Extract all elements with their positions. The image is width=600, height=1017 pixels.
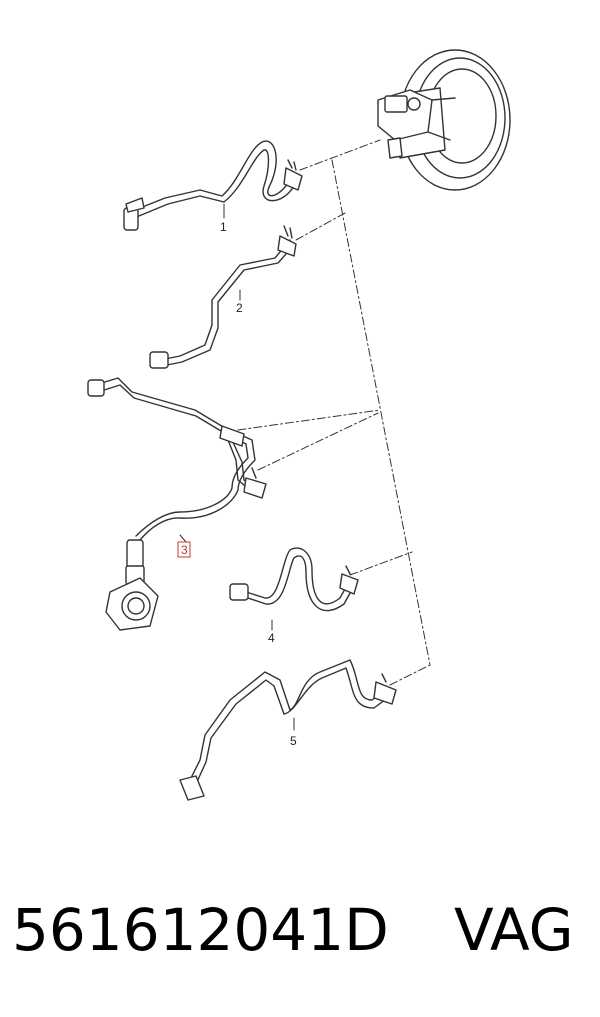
callout-4: 4: [268, 631, 275, 645]
brand-name: VAG: [454, 896, 574, 964]
hose-1: [123, 140, 303, 231]
callout-ticks: [179, 203, 295, 731]
callout-5: 5: [290, 734, 297, 748]
callout-1: 1: [220, 220, 227, 234]
vacuum-hose-diagram: 1 2 3 4 5: [87, 49, 511, 801]
part-caption: 561612041D VAG: [0, 890, 600, 990]
brake-booster: [377, 49, 511, 191]
hose-2: [149, 225, 297, 369]
callout-3-highlight-box: [177, 541, 191, 558]
leader-lines: [237, 139, 431, 686]
hose-3: [87, 377, 267, 631]
callout-3: 3: [181, 543, 188, 557]
hose-5: [179, 659, 397, 801]
callout-2: 2: [236, 301, 243, 315]
part-number: 561612041D: [12, 896, 389, 964]
hose-4: [229, 547, 359, 612]
